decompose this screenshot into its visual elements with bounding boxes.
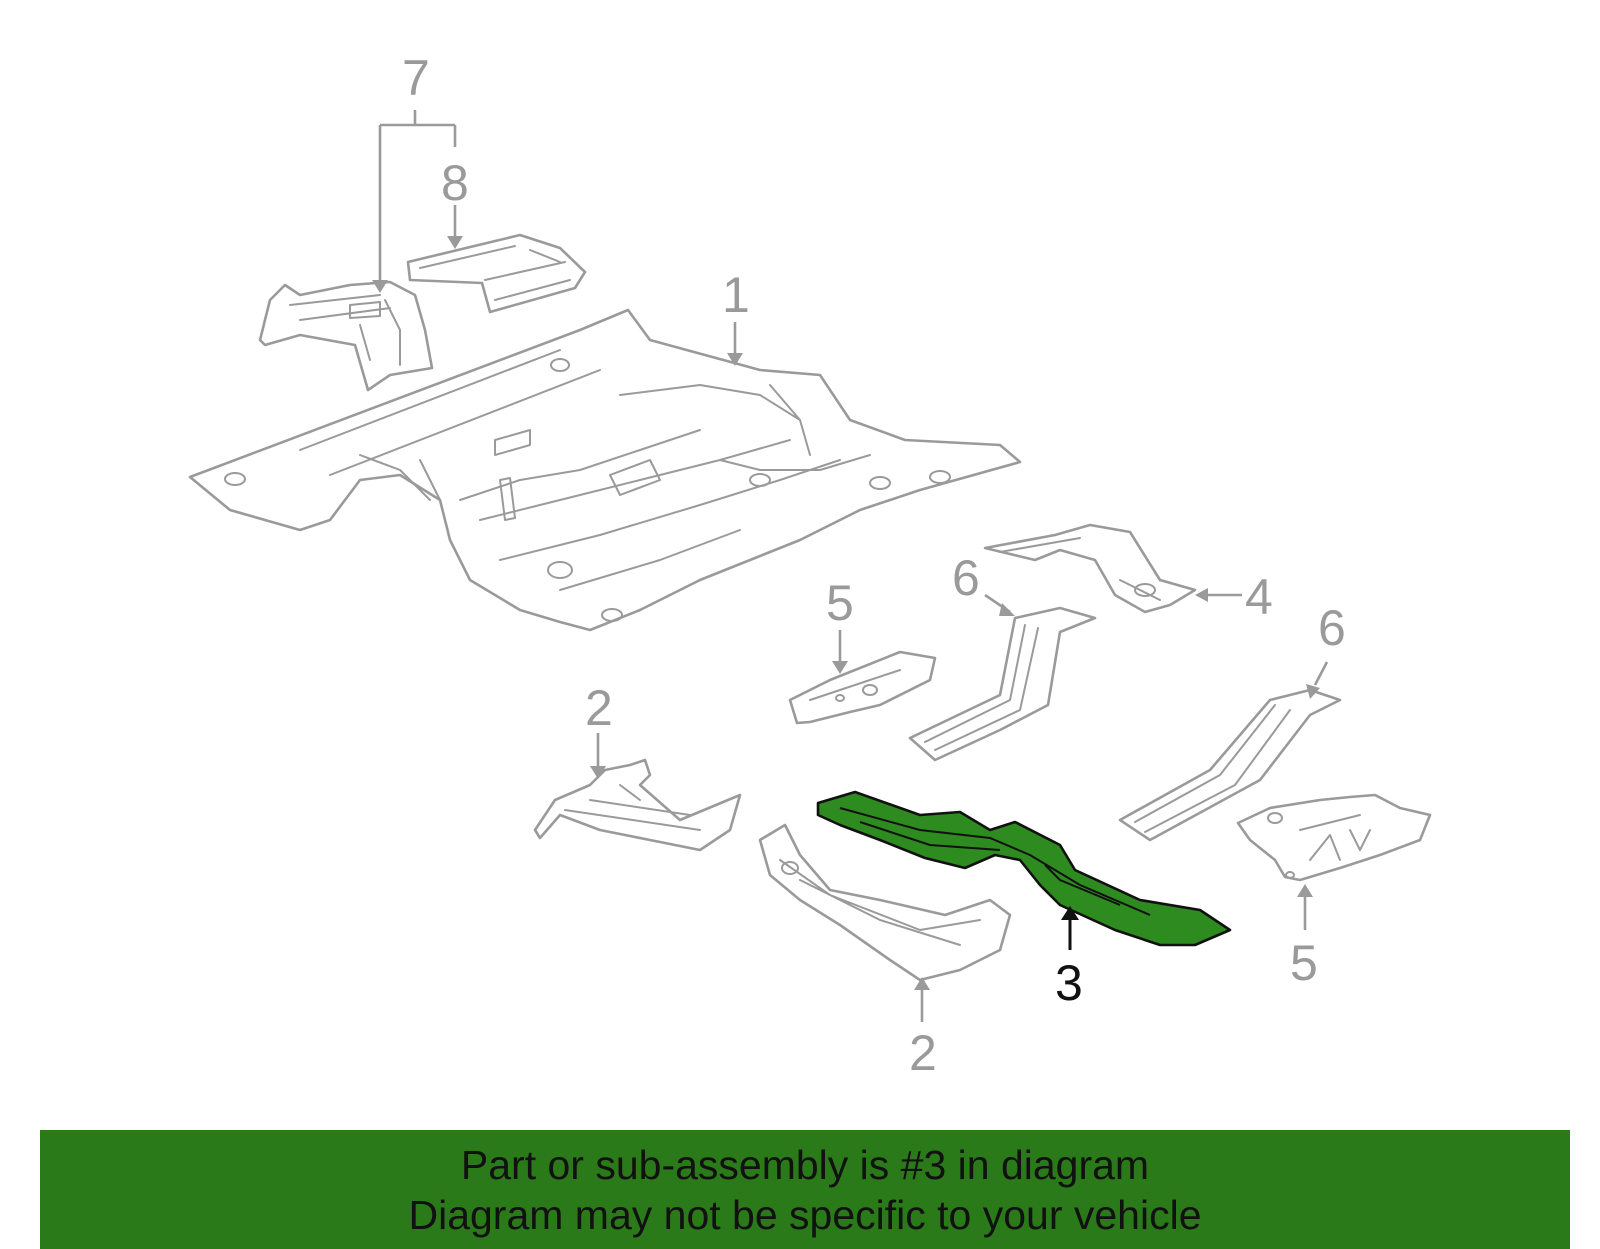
part-4-crossmember[interactable]	[983, 523, 1197, 614]
info-banner: Part or sub-assembly is #3 in diagram Di…	[40, 1130, 1570, 1249]
callout-2-upper: 2	[585, 680, 613, 736]
callout-6-right: 6	[1318, 600, 1346, 656]
callout-3: 3	[1055, 955, 1083, 1011]
part-5-upper-bracket[interactable]	[788, 650, 937, 725]
callout-5-upper: 5	[826, 575, 854, 631]
callout-8: 8	[441, 155, 469, 211]
part-3-crossmember-highlighted[interactable]	[816, 790, 1232, 947]
part-2-upper-bracket[interactable]	[533, 758, 742, 852]
callout-1: 1	[722, 267, 750, 323]
part-1-floor-pan[interactable]	[188, 308, 1022, 632]
part-2-lower-rail[interactable]	[758, 823, 1012, 982]
callout-5-lower: 5	[1290, 935, 1318, 991]
banner-line-1: Part or sub-assembly is #3 in diagram	[460, 1142, 1150, 1188]
part-6-right-rail[interactable]	[1118, 688, 1342, 842]
callout-6-left: 6	[952, 550, 980, 606]
callout-7: 7	[402, 50, 430, 106]
callout-2-lower: 2	[909, 1025, 937, 1081]
callout-4: 4	[1245, 569, 1273, 625]
part-6-left-rail[interactable]	[908, 606, 1097, 762]
leader-lines	[372, 110, 1329, 1022]
part-7-bracket[interactable]	[258, 280, 434, 392]
part-8-bracket[interactable]	[406, 233, 587, 314]
banner-line-2: Diagram may not be specific to your vehi…	[408, 1192, 1202, 1238]
parts-diagram: 7 8 1 6 4 5 6 2 3 5 2	[188, 50, 1432, 1081]
part-5-lower-bracket[interactable]	[1236, 793, 1432, 882]
